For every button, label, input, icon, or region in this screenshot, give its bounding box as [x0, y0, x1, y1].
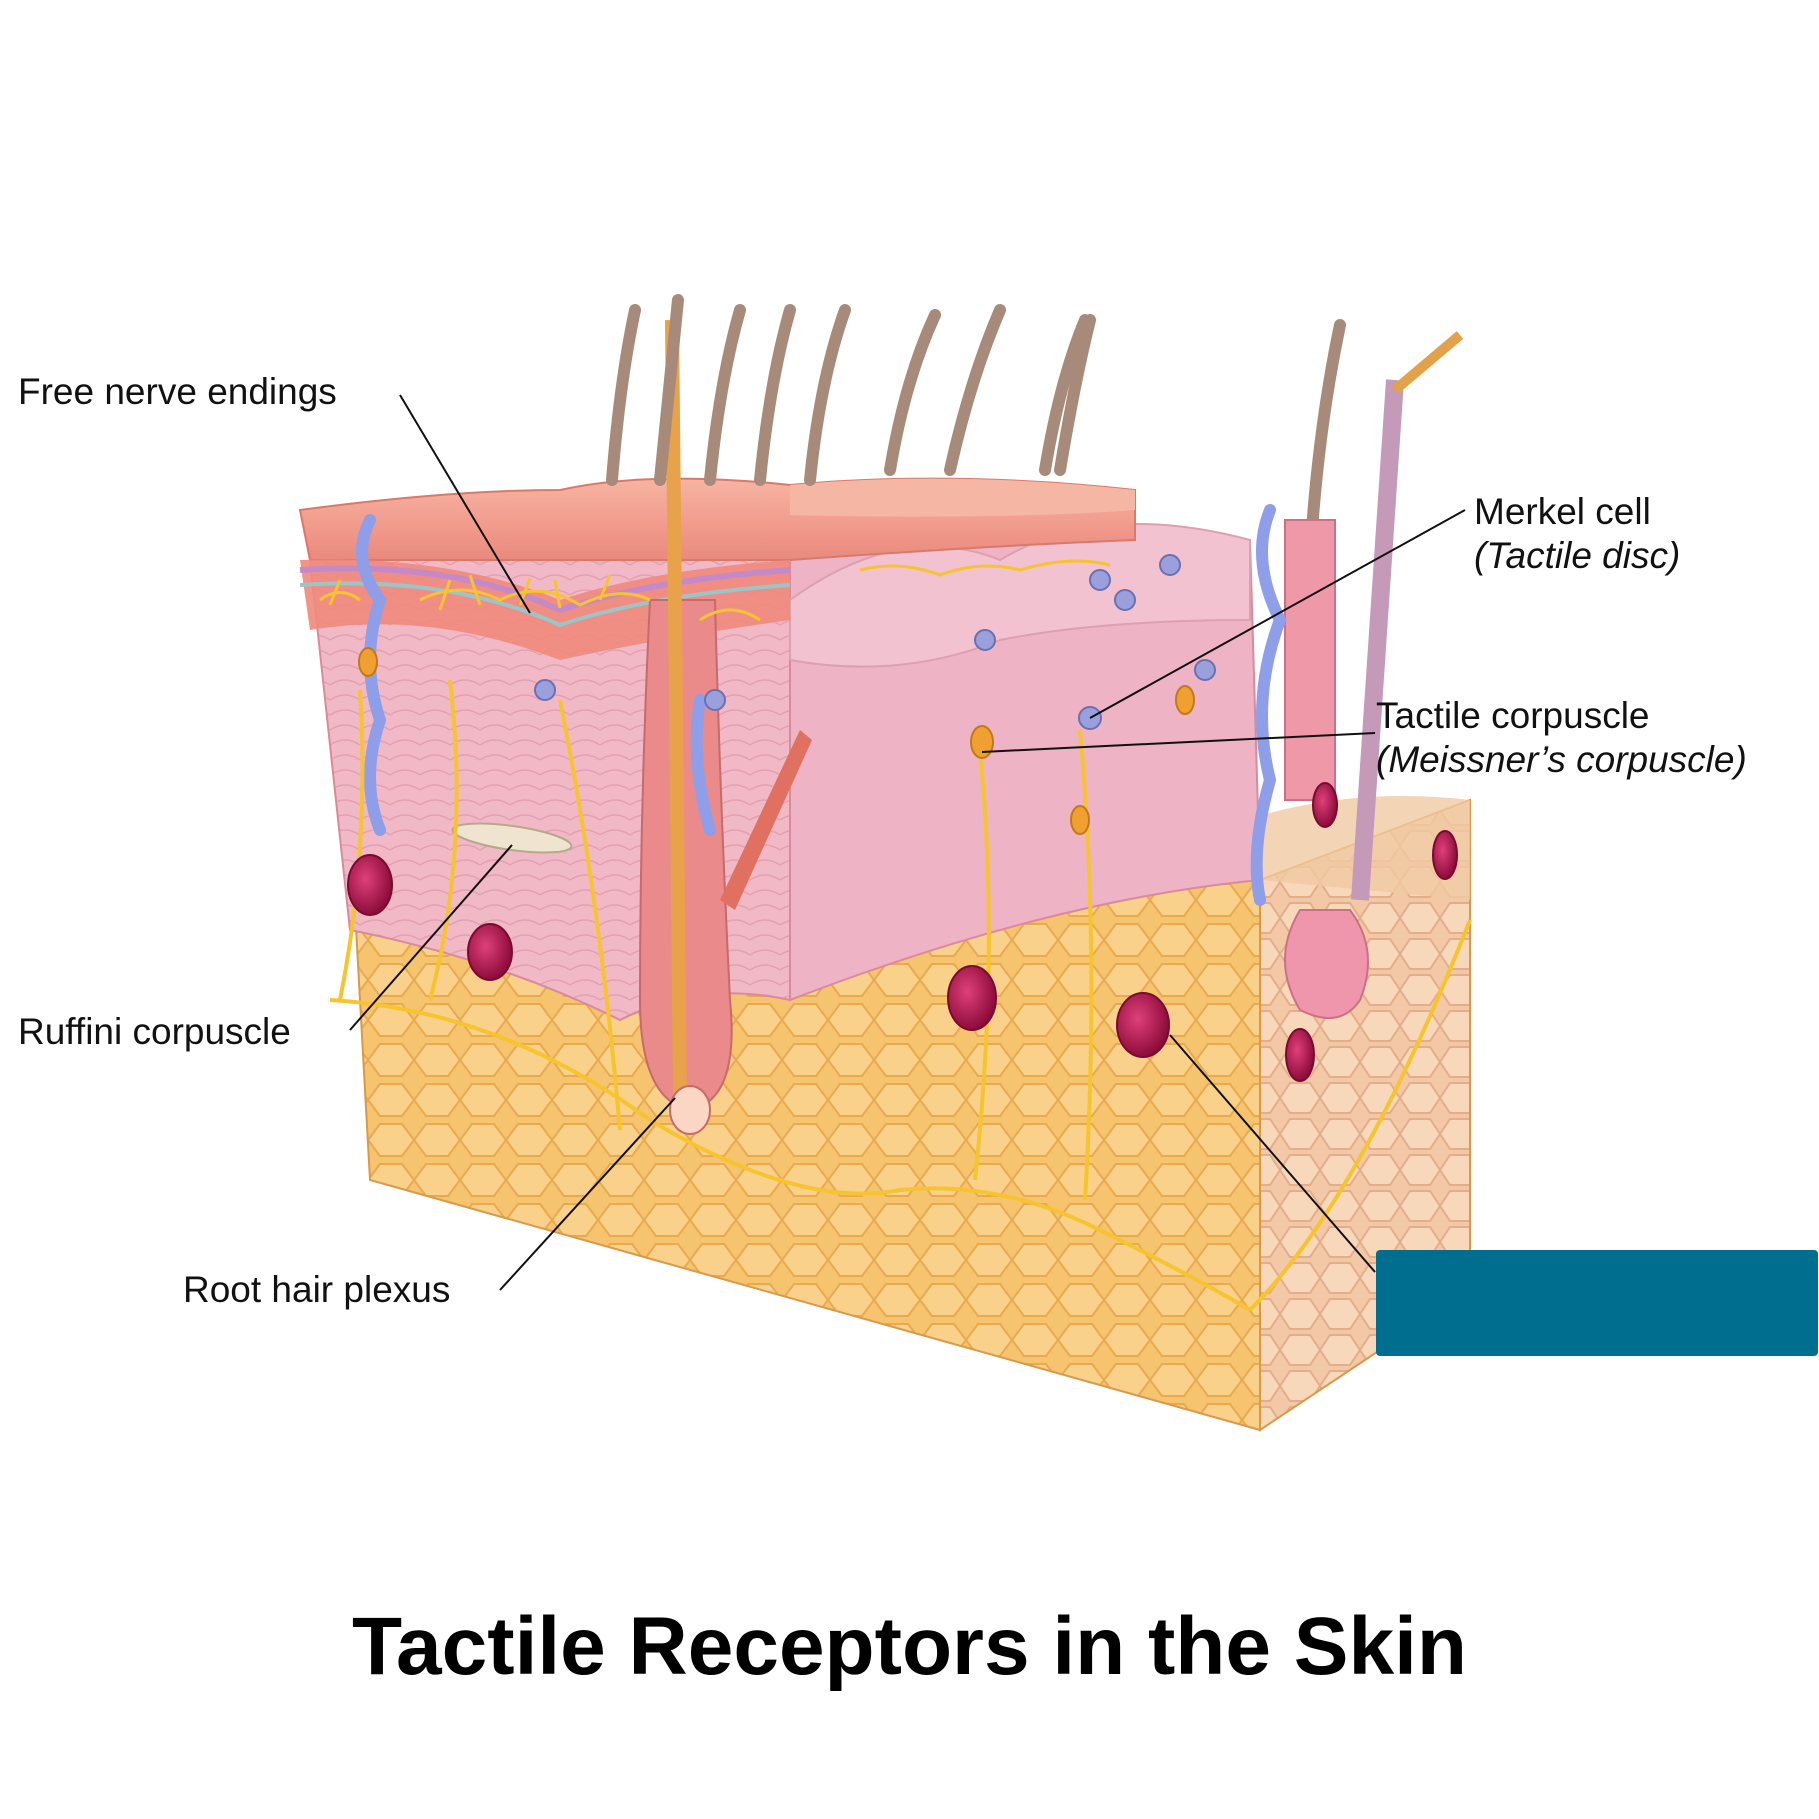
lamellated-corpuscles: [347, 782, 1458, 1082]
label-tactile-corpuscle: Tactile corpuscle (Meissner’s corpuscle): [1376, 694, 1747, 783]
hidden-label-box: [1376, 1250, 1818, 1356]
label-tactile-corpuscle-main: Tactile corpuscle: [1376, 695, 1650, 736]
nerve-fibers: [329, 679, 1472, 1312]
label-merkel-cell-alt: (Tactile disc): [1474, 535, 1681, 577]
arrector-pili-muscle: [720, 730, 812, 910]
label-merkel-cell: Merkel cell (Tactile disc): [1474, 490, 1680, 579]
label-ruffini-corpuscle: Ruffini corpuscle: [18, 1011, 291, 1052]
label-root-hair-plexus: Root hair plexus: [183, 1269, 451, 1310]
hair-shafts: [606, 294, 1346, 536]
leader-lines: [349, 394, 1466, 1291]
ruffini-corpuscle: [451, 822, 573, 854]
diagram-title: Tactile Receptors in the Skin: [352, 1601, 1467, 1692]
free-nerve-endings: [319, 559, 1111, 622]
label-merkel-cell-main: Merkel cell: [1474, 491, 1651, 532]
hair-follicle: [638, 319, 733, 1135]
label-tactile-corpuscle-alt: (Meissner’s corpuscle): [1376, 739, 1747, 781]
label-free-nerve-endings: Free nerve endings: [18, 371, 337, 412]
merkel-cells: [534, 554, 1216, 730]
epidermis-layer: [298, 477, 1136, 660]
tactile-corpuscles: [358, 647, 1195, 835]
